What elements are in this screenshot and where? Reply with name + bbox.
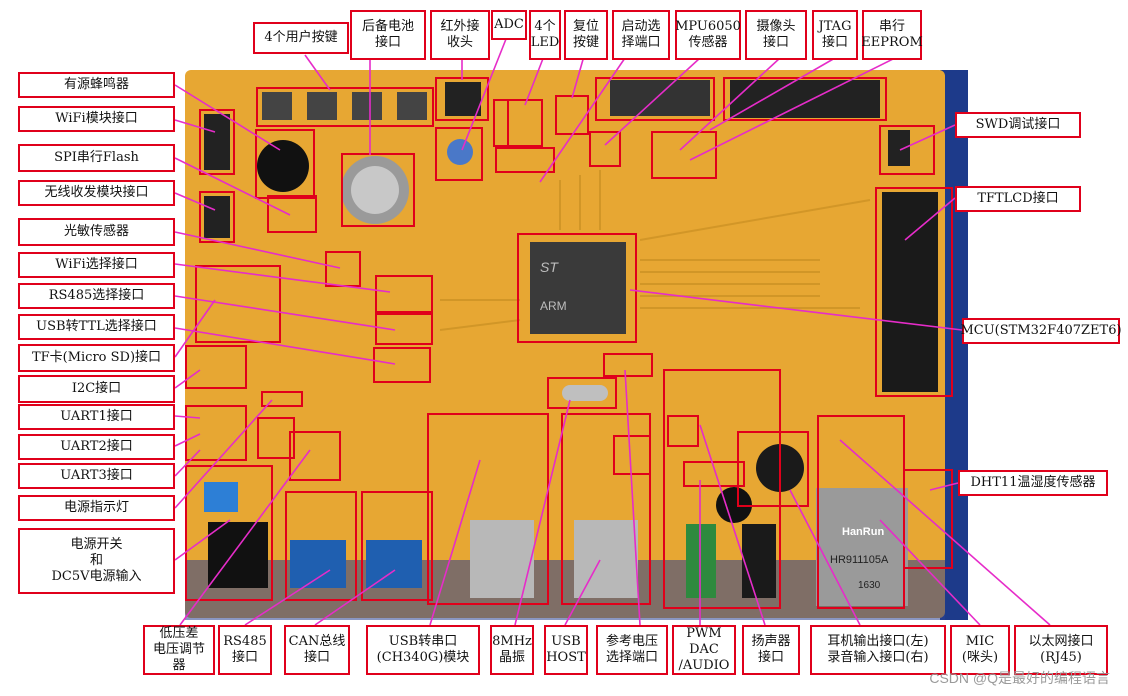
label-pwm-dac: PWM DAC /AUDIO [672,625,736,675]
power-switch [204,482,238,512]
rj45-model-text: HR911105A [830,554,889,566]
chip-arm-text: ARM [540,299,567,313]
label-tftlcd: TFTLCD接口 [955,186,1081,212]
label-camera: 摄像头 接口 [745,10,807,60]
audio-jack-left [686,524,716,598]
label-wireless: 无线收发模块接口 [18,180,175,206]
label-power-led: 电源指示灯 [18,495,175,521]
label-tf-card: TF卡(Micro SD)接口 [18,344,175,372]
audio-jack-right [742,524,776,598]
chip-logo-text: ST [540,259,559,275]
label-uart1: UART1接口 [18,404,175,430]
buzzer [257,140,309,192]
label-vref-select: 参考电压 选择端口 [596,625,668,675]
label-usb-serial: USB转串口 (CH340G)模块 [366,625,480,675]
label-backup-battery: 后备电池 接口 [350,10,426,60]
label-4led: 4个 LED [529,10,561,60]
label-boot-select: 启动选 择端口 [612,10,670,60]
label-dht11: DHT11温湿度传感器 [958,470,1108,496]
label-ldo: 低压差 电压调节器 [143,625,215,675]
camera-header [610,80,710,116]
label-wifi-module: WiFi模块接口 [18,106,175,132]
label-ir-receiver: 红外接 收头 [430,10,490,60]
dc-jack [208,522,268,588]
adc-pot [447,139,473,165]
label-usb-ttl-select: USB转TTL选择接口 [18,314,175,340]
label-light-sensor: 光敏传感器 [18,218,175,246]
can-terminal [366,540,422,588]
user-key-2 [307,92,337,120]
ir-receiver [445,82,481,116]
label-mcu: MCU(STM32F407ZET6) [960,318,1122,344]
leader-lines [174,33,1051,626]
tftlcd-header [882,192,938,392]
rj45-jack [816,488,908,606]
rj45-code-text: 1630 [858,580,881,591]
label-buzzer: 有源蜂鸣器 [18,72,175,98]
label-rs485-select: RS485选择接口 [18,283,175,309]
label-jtag: JTAG 接口 [812,10,858,60]
label-swd: SWD调试接口 [955,112,1081,138]
label-rs485-port: RS485 接口 [218,625,272,675]
label-usb-host: USB HOST [544,625,588,675]
wifi-header [204,114,230,170]
rj45-brand-text: HanRun [842,526,884,538]
label-reset-key: 复位 按键 [564,10,608,60]
label-user-keys: 4个用户按键 [253,22,349,54]
swd-header [888,130,910,166]
label-mic: MIC (咪头) [950,625,1010,675]
usb-port [470,520,534,598]
wireless-header [204,196,230,238]
label-power-switch: 电源开关 和 DC5V电源输入 [18,528,175,594]
jtag-header [730,80,880,118]
label-headphone: 耳机输出接口(左) 录音输入接口(右) [810,625,946,675]
label-eeprom: 串行 EEPROM [861,10,923,60]
label-crystal: 8MHz 晶振 [490,625,534,675]
electrolytic-cap [716,487,752,523]
user-key-1 [262,92,292,120]
label-mpu6050: MPU6050 传感器 [675,10,741,60]
user-key-3 [352,92,382,120]
annotation-boxes [185,77,953,609]
csdn-watermark: CSDN @Q是最好的编程语言 [929,670,1110,686]
label-wifi-select: WiFi选择接口 [18,252,175,278]
label-adc: ADC [491,10,527,40]
crystal [562,385,608,401]
rs485-terminal [290,540,346,588]
usb-host-port [574,520,638,598]
mcu-chip [530,242,626,334]
label-i2c: I2C接口 [18,375,175,403]
user-key-4 [397,92,427,120]
label-can-bus: CAN总线 接口 [284,625,350,675]
label-speaker: 扬声器 接口 [742,625,800,675]
label-uart2: UART2接口 [18,434,175,460]
label-uart3: UART3接口 [18,463,175,489]
label-spi-flash: SPI串行Flash [18,144,175,172]
label-ethernet: 以太网接口 (RJ45) [1014,625,1108,675]
